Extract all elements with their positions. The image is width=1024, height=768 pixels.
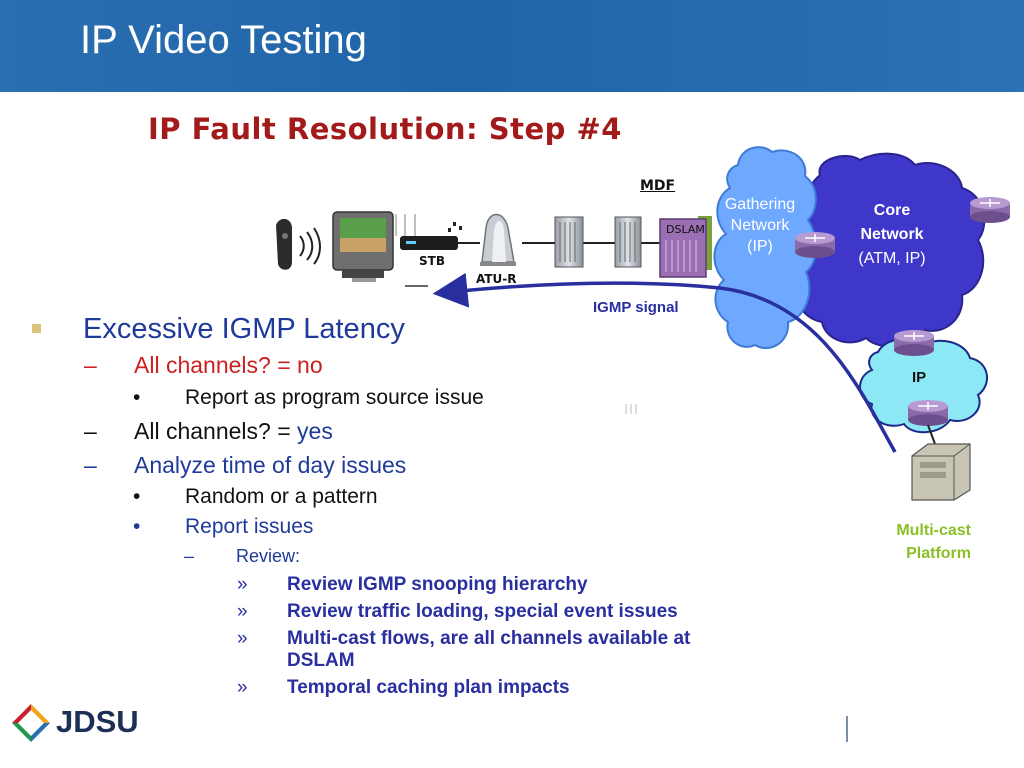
list-item: » Multi-cast flows, are all channels ava…	[237, 628, 690, 671]
core-line2: Network	[860, 226, 924, 243]
atu-r-modem-icon	[480, 213, 516, 266]
television-icon	[332, 211, 394, 282]
jdsu-logo: JDSU	[10, 700, 150, 748]
list-item-text: Report as program source issue	[185, 386, 484, 409]
list-item-text: Report issues	[185, 515, 314, 538]
dash-marker: –	[84, 418, 97, 444]
remote-control-icon	[276, 218, 321, 270]
list-item-text: Multi-cast flows, are all channels avail…	[287, 628, 690, 672]
multicast-server-icon	[911, 443, 971, 501]
multicast-line2: Platform	[906, 545, 971, 562]
list-item: – Review:	[184, 546, 300, 567]
set-top-box-icon	[395, 214, 462, 250]
list-item: » Temporal caching plan impacts	[237, 677, 570, 699]
jdsu-logo-text: JDSU	[56, 704, 139, 739]
list-item-text: All channels? = no	[134, 352, 323, 378]
router-icon	[970, 197, 1010, 223]
list-item-text-highlight: yes	[297, 418, 333, 444]
square-bullet-icon	[32, 324, 41, 333]
dash-marker: –	[184, 546, 195, 566]
core-line1: Core	[873, 202, 911, 219]
router-icon	[894, 330, 934, 356]
igmp-signal-label: IGMP signal	[593, 299, 679, 316]
ip-cloud	[859, 338, 988, 434]
title-bar: IP Video Testing	[0, 0, 1024, 92]
bullet-marker: •	[133, 386, 141, 409]
list-item: – Analyze time of day issues	[84, 452, 406, 479]
bullet-marker: •	[133, 485, 141, 508]
router-icon	[908, 400, 948, 426]
list-item-text-main: All channels? =	[134, 418, 298, 444]
slide-title: IP Video Testing	[80, 18, 367, 62]
list-item-text: Random or a pattern	[185, 485, 378, 508]
ip-cloud-label: IP	[912, 369, 927, 386]
multicast-line1: Multi-cast	[896, 522, 971, 539]
chevron-marker: »	[237, 574, 248, 595]
list-item-text: Review:	[236, 546, 301, 566]
chevron-marker: »	[237, 601, 248, 622]
list-item: – All channels? = no	[84, 352, 323, 379]
list-item-text: All channels? = yes	[134, 418, 333, 445]
gathering-line3: (IP)	[747, 238, 773, 255]
list-item: • Report issues	[133, 515, 313, 539]
list-item: » Review IGMP snooping hierarchy	[237, 574, 588, 596]
igmp-signal-arrow	[432, 272, 897, 453]
mdf-rack-icon	[614, 216, 642, 268]
bullet-heading: Excessive IGMP Latency	[83, 313, 405, 345]
chevron-marker: »	[237, 628, 248, 649]
dslam-icon	[659, 216, 712, 278]
dash-marker: –	[84, 452, 97, 478]
gathering-line2: Network	[730, 217, 790, 234]
multicast-platform-label: Multi-cast Platform	[860, 519, 971, 565]
list-item-text: Review traffic loading, special event is…	[287, 601, 678, 622]
list-item-text-line1: Multi-cast flows, are all channels avail…	[287, 628, 691, 649]
list-item-text: Analyze time of day issues	[134, 452, 407, 478]
gathering-network-label: Gathering Network (IP)	[712, 194, 808, 257]
chevron-marker: »	[237, 677, 248, 698]
router-icon	[795, 232, 835, 258]
list-item: – All channels? = yes	[84, 418, 333, 445]
stb-label: STB	[419, 254, 445, 268]
core-line3: (ATM, IP)	[858, 250, 926, 267]
equipment-rack-icon	[554, 216, 584, 268]
list-item-text-line2: DSLAM	[287, 650, 355, 671]
list-item: » Review traffic loading, special event …	[237, 601, 678, 623]
mdf-label: MDF	[640, 178, 676, 194]
list-item-text: Temporal caching plan impacts	[287, 677, 570, 698]
bullet-marker: •	[133, 515, 141, 538]
gathering-network-cloud	[713, 146, 817, 350]
list-item: • Report as program source issue	[133, 386, 484, 410]
core-network-label: Core Network (ATM, IP)	[842, 199, 942, 271]
footer-divider	[846, 716, 848, 742]
list-item: • Random or a pattern	[133, 485, 378, 509]
gathering-line1: Gathering	[724, 196, 796, 213]
dslam-label: DSLAM	[666, 223, 705, 236]
jdsu-logo-mark-icon	[12, 704, 50, 742]
atu-r-label: ATU-R	[476, 272, 517, 286]
list-item-text: Review IGMP snooping hierarchy	[287, 574, 588, 595]
dash-marker: –	[84, 352, 97, 378]
slide-subtitle: IP Fault Resolution: Step #4	[148, 112, 622, 146]
